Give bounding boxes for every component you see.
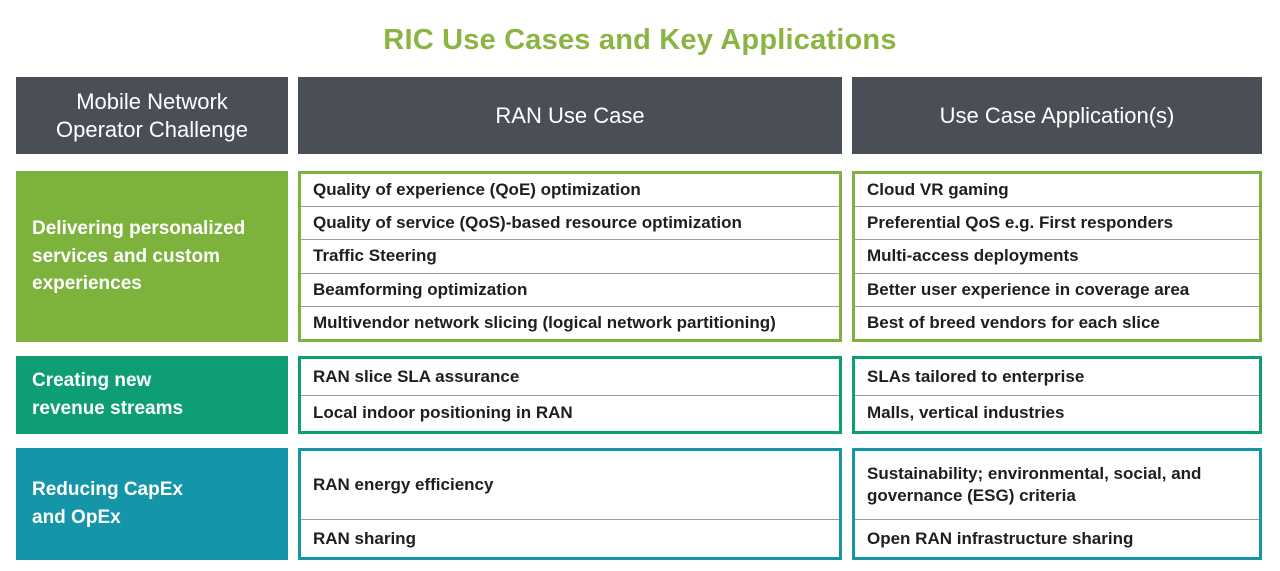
table-header-row: Mobile Network Operator Challenge RAN Us… [16, 77, 1262, 154]
application-cell: SLAs tailored to enterprise [867, 366, 1085, 386]
use-case-cell: Quality of service (QoS)-based resource … [301, 206, 839, 239]
application-cell: Best of breed vendors for each slice [855, 305, 1259, 339]
header-use-case-applications: Use Case Application(s) [852, 77, 1262, 154]
challenge-block: Delivering personalized services and cus… [16, 171, 288, 342]
use-case-cell: RAN slice SLA assurance [313, 366, 520, 386]
challenge-block: Reducing CapEx and OpEx [16, 448, 288, 560]
application-cell: Open RAN infrastructure sharing [855, 519, 1259, 557]
challenge-group: Creating new revenue streams RAN slice S… [16, 356, 1262, 434]
challenge-group: Delivering personalized services and cus… [16, 171, 1262, 342]
ric-use-case-table: Mobile Network Operator Challenge RAN Us… [16, 77, 1262, 560]
application-cell: Cloud VR gaming [867, 180, 1009, 200]
use-case-cell: RAN energy efficiency [313, 475, 494, 495]
application-cell: Multi-access deployments [855, 239, 1259, 272]
application-box: Sustainability; environmental, social, a… [852, 448, 1262, 560]
use-case-cell: Multivendor network slicing (logical net… [301, 305, 839, 339]
application-cell: Better user experience in coverage area [855, 272, 1259, 306]
use-case-cell: Traffic Steering [301, 239, 839, 272]
header-mobile-network-operator-challenge: Mobile Network Operator Challenge [16, 77, 288, 154]
use-case-cell: Beamforming optimization [301, 272, 839, 306]
application-cell: Sustainability; environmental, social, a… [867, 463, 1202, 506]
page-title: RIC Use Cases and Key Applications [383, 24, 897, 56]
challenge-group: Reducing CapEx and OpEx RAN energy effic… [16, 448, 1262, 560]
use-case-box: Quality of experience (QoE) optimization… [298, 171, 842, 342]
application-cell: Malls, vertical industries [855, 394, 1259, 432]
header-ran-use-case: RAN Use Case [298, 77, 842, 154]
use-case-cell: Local indoor positioning in RAN [301, 394, 839, 432]
use-case-cell: Quality of experience (QoE) optimization [313, 180, 641, 200]
application-cell: Preferential QoS e.g. First responders [855, 206, 1259, 239]
challenge-block: Creating new revenue streams [16, 356, 288, 434]
use-case-cell: RAN sharing [301, 519, 839, 557]
